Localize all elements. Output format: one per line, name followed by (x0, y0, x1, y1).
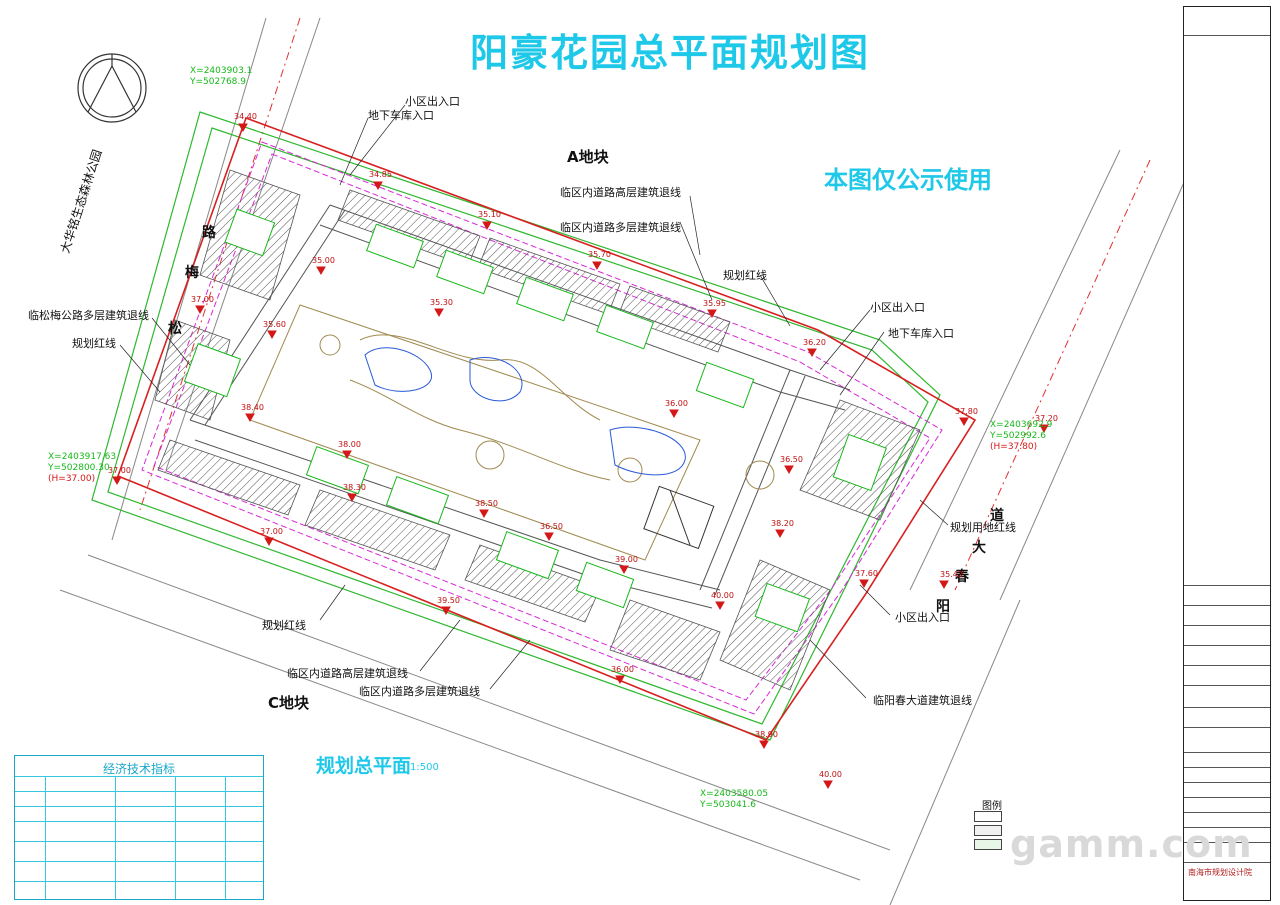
drawing-title: 阳豪花园总平面规划图 (470, 31, 871, 75)
callout-red-line-left: 规划红线 (72, 337, 116, 350)
elevation-label: 36.20 (803, 338, 826, 347)
plan-scale: 1:500 (410, 762, 439, 773)
elevation-label: 38.30 (343, 483, 366, 492)
elevation-label: 40.00 (711, 591, 734, 600)
yangchun-road-char-2: 春 (955, 569, 969, 585)
building-footprints (183, 208, 887, 633)
callout-land-red-line: 规划用地红线 (950, 521, 1016, 534)
elevation-markers (112, 123, 1049, 790)
water-feature (364, 347, 686, 476)
callout-red-line-bottom: 规划红线 (262, 619, 306, 632)
elevation-label: 38.20 (771, 519, 794, 528)
elevation-label: 35.30 (430, 298, 453, 307)
elevation-label: 38.90 (755, 730, 778, 739)
legend: 图例 (968, 797, 1028, 852)
yangchun-road-char-4: 道 (990, 508, 1004, 524)
elevation-label: 35.42 (940, 570, 963, 579)
elevation-label: 39.00 (615, 555, 638, 564)
callout-songmei-setback: 临松梅公路多层建筑退线 (28, 309, 149, 322)
elevation-label: 38.00 (338, 440, 361, 449)
leader-lines (119, 104, 949, 699)
elevation-label: 35.95 (703, 299, 726, 308)
site-boundary (91, 111, 941, 741)
plot-c-label: C地块 (268, 694, 310, 712)
sport-court (643, 485, 715, 550)
elevation-label: 37.80 (955, 407, 978, 416)
legend-title: 图例 (982, 801, 1002, 812)
elevation-label: 35.60 (263, 320, 286, 329)
setback-magenta-line (141, 141, 943, 715)
elevation-label: 35.00 (312, 256, 335, 265)
building-pads (154, 169, 921, 691)
elevation-label: 36.00 (611, 665, 634, 674)
songmei-road-char-2: 梅 (185, 265, 199, 281)
songmei-road-char-1: 松 (168, 321, 182, 337)
coordinate-top-left: X=2403903.1 Y=502768.9 (190, 66, 253, 87)
elevation-label: 40.00 (819, 770, 842, 779)
callout-yangchun-setback: 临阳春大道建筑退线 (873, 694, 972, 707)
planning-red-line (116, 116, 977, 741)
elevation-label: 36.50 (540, 522, 563, 531)
callout-red-line-top: 规划红线 (723, 269, 767, 282)
legend-swatch (974, 839, 1002, 850)
legend-swatch (974, 811, 1002, 822)
plan-name: 规划总平面 (316, 755, 412, 777)
elevation-label: 38.50 (475, 499, 498, 508)
callout-community-exit-2: 小区出入口 (870, 301, 925, 314)
elevation-label: 37.20 (1035, 414, 1058, 423)
coordinate-left: X=2403917.63 Y=502800.30 (H=37.00) (48, 452, 117, 484)
callout-community-exit-3: 小区出入口 (895, 611, 950, 624)
callout-internal-multi-1: 临区内道路多层建筑退线 (560, 221, 681, 234)
plot-a-label: A地块 (567, 148, 609, 166)
songmei-road-char-3: 路 (202, 225, 216, 241)
elevation-label: 37.00 (260, 527, 283, 536)
elevation-label: 38.40 (241, 403, 264, 412)
elevation-label: 34.40 (234, 112, 257, 121)
title-block-firm: 南海市规划设计院 (1188, 868, 1252, 877)
coordinate-bottom: X=2403580.05 Y=503041.6 (700, 789, 769, 810)
callout-garage-entry-1: 地下车库入口 (368, 109, 434, 122)
callout-garage-entry-2: 地下车库入口 (888, 327, 954, 340)
callout-internal-high-2: 临区内道路高层建筑退线 (287, 667, 408, 680)
elevation-label: 39.50 (437, 596, 460, 605)
watermark: gamm.com (1010, 822, 1253, 866)
elevation-label: 34.85 (369, 170, 392, 179)
callout-internal-high-1: 临区内道路高层建筑退线 (560, 186, 681, 199)
elevation-label: 37.00 (191, 295, 214, 304)
economic-tech-table: 经济技术指标 (14, 755, 264, 900)
callout-internal-multi-2: 临区内道路多层建筑退线 (359, 685, 480, 698)
yangchun-road-char-1: 阳 (936, 599, 950, 615)
callout-community-exit-1: 小区出入口 (405, 95, 460, 108)
coordinate-right: X=2403692.9 Y=502992.6 (H=37.80) (990, 420, 1053, 452)
legend-swatch (974, 825, 1002, 836)
elevation-label: 36.50 (780, 455, 803, 464)
elevation-label: 35.10 (478, 210, 501, 219)
north-arrow-icon (77, 53, 147, 123)
public-notice: 本图仅公示使用 (824, 166, 992, 194)
yangchun-road-char-3: 大 (972, 540, 986, 556)
elevation-label: 37.60 (855, 569, 878, 578)
elevation-label: 37.00 (108, 466, 131, 475)
title-block: 南海市规划设计院 (1183, 6, 1271, 901)
tech-table-title: 经济技术指标 (102, 762, 175, 776)
elevation-label: 35.70 (588, 250, 611, 259)
elevation-label: 36.00 (665, 399, 688, 408)
